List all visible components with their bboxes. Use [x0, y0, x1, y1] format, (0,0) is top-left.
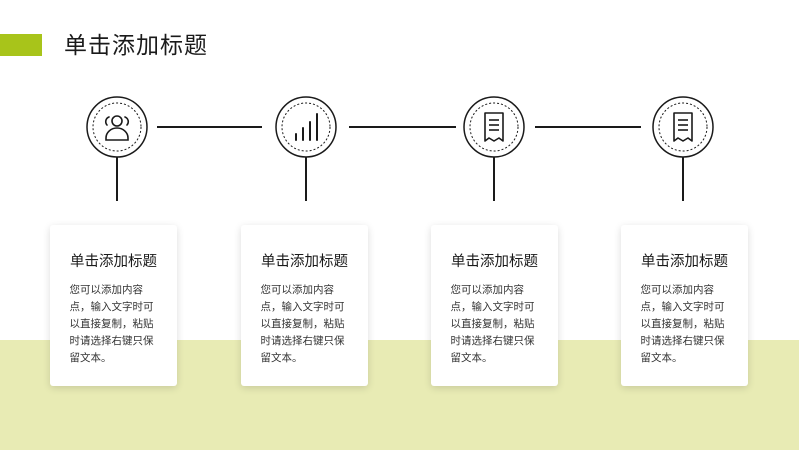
timeline-node-3 [463, 96, 525, 201]
receipt-icon [484, 112, 504, 142]
timeline-node-1 [86, 96, 148, 201]
step-card-title[interactable]: 单击添加标题 [261, 254, 348, 270]
step-card-title[interactable]: 单击添加标题 [451, 254, 538, 270]
step-card-body[interactable]: 您可以添加内容点，输入文字时可以直接复制，粘贴时请选择右键只保留文本。 [450, 284, 535, 364]
step-card-title[interactable]: 单击添加标题 [641, 254, 728, 270]
page-title[interactable]: 单击添加标题 [64, 33, 208, 59]
step-card-3[interactable]: 单击添加标题 您可以添加内容点，输入文字时可以直接复制，粘贴时请选择右键只保留文… [431, 225, 558, 386]
step-card-body[interactable]: 您可以添加内容点，输入文字时可以直接复制，粘贴时请选择右键只保留文本。 [260, 284, 345, 364]
step-card-body[interactable]: 您可以添加内容点，输入文字时可以直接复制，粘贴时请选择右键只保留文本。 [640, 284, 725, 364]
users-icon [104, 115, 130, 141]
timeline-node-2 [275, 96, 337, 201]
step-card-2[interactable]: 单击添加标题 您可以添加内容点，输入文字时可以直接复制，粘贴时请选择右键只保留文… [241, 225, 368, 386]
document-icon [673, 112, 693, 142]
step-card-body[interactable]: 您可以添加内容点，输入文字时可以直接复制，粘贴时请选择右键只保留文本。 [69, 284, 154, 364]
title-accent-bar [0, 34, 42, 56]
timeline-node-4 [652, 96, 714, 201]
bar-chart-icon [295, 113, 318, 141]
step-card-title[interactable]: 单击添加标题 [70, 254, 157, 270]
step-card-4[interactable]: 单击添加标题 您可以添加内容点，输入文字时可以直接复制，粘贴时请选择右键只保留文… [621, 225, 748, 386]
step-card-1[interactable]: 单击添加标题 您可以添加内容点，输入文字时可以直接复制，粘贴时请选择右键只保留文… [50, 225, 177, 386]
timeline [86, 96, 714, 201]
